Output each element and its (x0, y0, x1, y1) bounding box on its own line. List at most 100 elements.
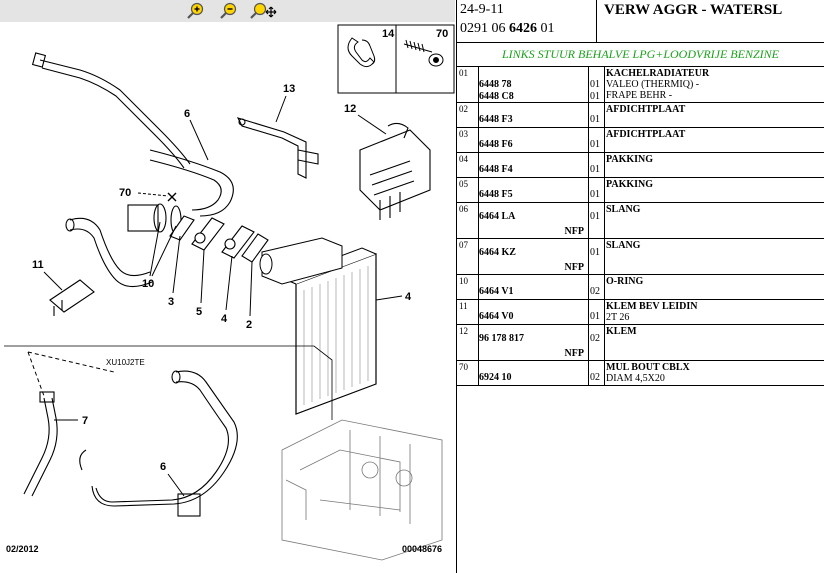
part-reference: 6448 F3 (479, 114, 513, 125)
part-description: MUL BOUT CBLX (606, 362, 690, 373)
row-index: 10 (459, 276, 468, 286)
part-reference: 6448 C8 (479, 91, 514, 102)
zoom-in-icon[interactable] (186, 2, 204, 20)
column-divider (588, 153, 589, 177)
part-reference: 6448 F4 (479, 164, 513, 175)
clip-11 (49, 279, 95, 316)
column-divider (604, 67, 605, 102)
part-quantity: 01 (590, 91, 600, 102)
part-quantity: 01 (590, 114, 600, 125)
callout-label: 11 (32, 259, 44, 271)
hose-6-bottom (79, 370, 238, 517)
callout-label: 5 (196, 306, 202, 318)
part-detail: DIAM 4,5X20 (606, 373, 665, 384)
callout-label: 3 (168, 296, 174, 308)
callout-label: 2 (246, 319, 252, 331)
part-quantity: 02 (590, 372, 600, 383)
column-divider (588, 67, 589, 102)
column-divider (478, 128, 479, 152)
column-divider (478, 361, 479, 385)
part-quantity: 01 (590, 79, 600, 90)
column-divider (604, 153, 605, 177)
row-index: 11 (459, 301, 468, 311)
column-divider (604, 178, 605, 202)
callout-label: 10 (142, 278, 154, 290)
nfp-flag: NFP (564, 262, 584, 273)
column-divider (478, 239, 479, 274)
zoom-toolbar (0, 0, 455, 22)
zoom-pan-icon[interactable] (249, 2, 277, 20)
table-row[interactable]: 03 6448 F6 01 AFDICHTPLAAT (457, 128, 824, 153)
diagram-panel: 14 70 13 12 6 70 (0, 0, 455, 561)
part-description: SLANG (606, 240, 641, 251)
part-reference: 6464 V0 (479, 311, 514, 322)
column-divider (588, 325, 589, 360)
callout-label: 7 (82, 415, 88, 427)
part-quantity: 01 (590, 247, 600, 258)
part-description: AFDICHTPLAAT (606, 129, 686, 140)
callout-label: 6 (184, 108, 190, 120)
row-index: 12 (459, 326, 468, 336)
part-reference: 6464 V1 (479, 286, 514, 297)
applicability-subtitle: LINKS STUUR BEHALVE LPG+LOODVRIJE BENZIN… (502, 47, 779, 61)
part-quantity: 01 (590, 311, 600, 322)
part-quantity: 01 (590, 139, 600, 150)
part-detail: FRAPE BEHR - (606, 90, 673, 101)
column-divider (588, 178, 589, 202)
callout-label: 70 (436, 28, 448, 40)
bracket-13 (236, 117, 319, 179)
callout-label: 14 (382, 28, 395, 40)
header-separator (596, 0, 597, 42)
divider (457, 42, 824, 43)
parts-list-panel: 24-9-11 0291 06 6426 01 VERW AGGR - WATE… (457, 0, 824, 573)
column-divider (588, 275, 589, 299)
row-index: 03 (459, 129, 468, 139)
part-detail: VALEO (THERMIQ) - (606, 79, 700, 90)
hose-7 (23, 391, 58, 497)
column-divider (478, 153, 479, 177)
heater-radiator (259, 237, 377, 415)
column-divider (588, 128, 589, 152)
column-divider (478, 325, 479, 360)
part-description: KLEM (606, 326, 637, 337)
column-divider (478, 178, 479, 202)
header-reference: 0291 06 6426 01 (460, 21, 555, 37)
part-quantity: 02 (590, 333, 600, 344)
column-divider (588, 103, 589, 127)
exploded-parts-diagram: 14 70 13 12 6 70 (4, 24, 455, 561)
zoom-out-icon[interactable] (219, 2, 237, 20)
part-reference: 6464 LA (479, 211, 516, 222)
callout-label: 70 (119, 187, 131, 199)
column-divider (588, 203, 589, 238)
row-index: 02 (459, 104, 468, 114)
part-reference: 6448 F6 (479, 139, 513, 150)
column-divider (478, 275, 479, 299)
engine-sketch (281, 419, 443, 561)
callout-label: 12 (344, 103, 356, 115)
part-description: SLANG (606, 204, 641, 215)
column-divider (604, 239, 605, 274)
part-quantity: 02 (590, 286, 600, 297)
row-index: 04 (459, 154, 468, 164)
column-divider (604, 361, 605, 385)
part-quantity: 01 (590, 189, 600, 200)
variant-label: XU10J2TE (106, 358, 145, 367)
page-title: VERW AGGR - WATERSL (604, 2, 783, 18)
column-divider (588, 361, 589, 385)
column-divider (478, 103, 479, 127)
callout-label: 6 (160, 461, 166, 473)
column-divider (604, 325, 605, 360)
inset-box (337, 24, 455, 94)
row-index: 07 (459, 240, 468, 250)
part-detail: 2T 26 (606, 312, 630, 323)
